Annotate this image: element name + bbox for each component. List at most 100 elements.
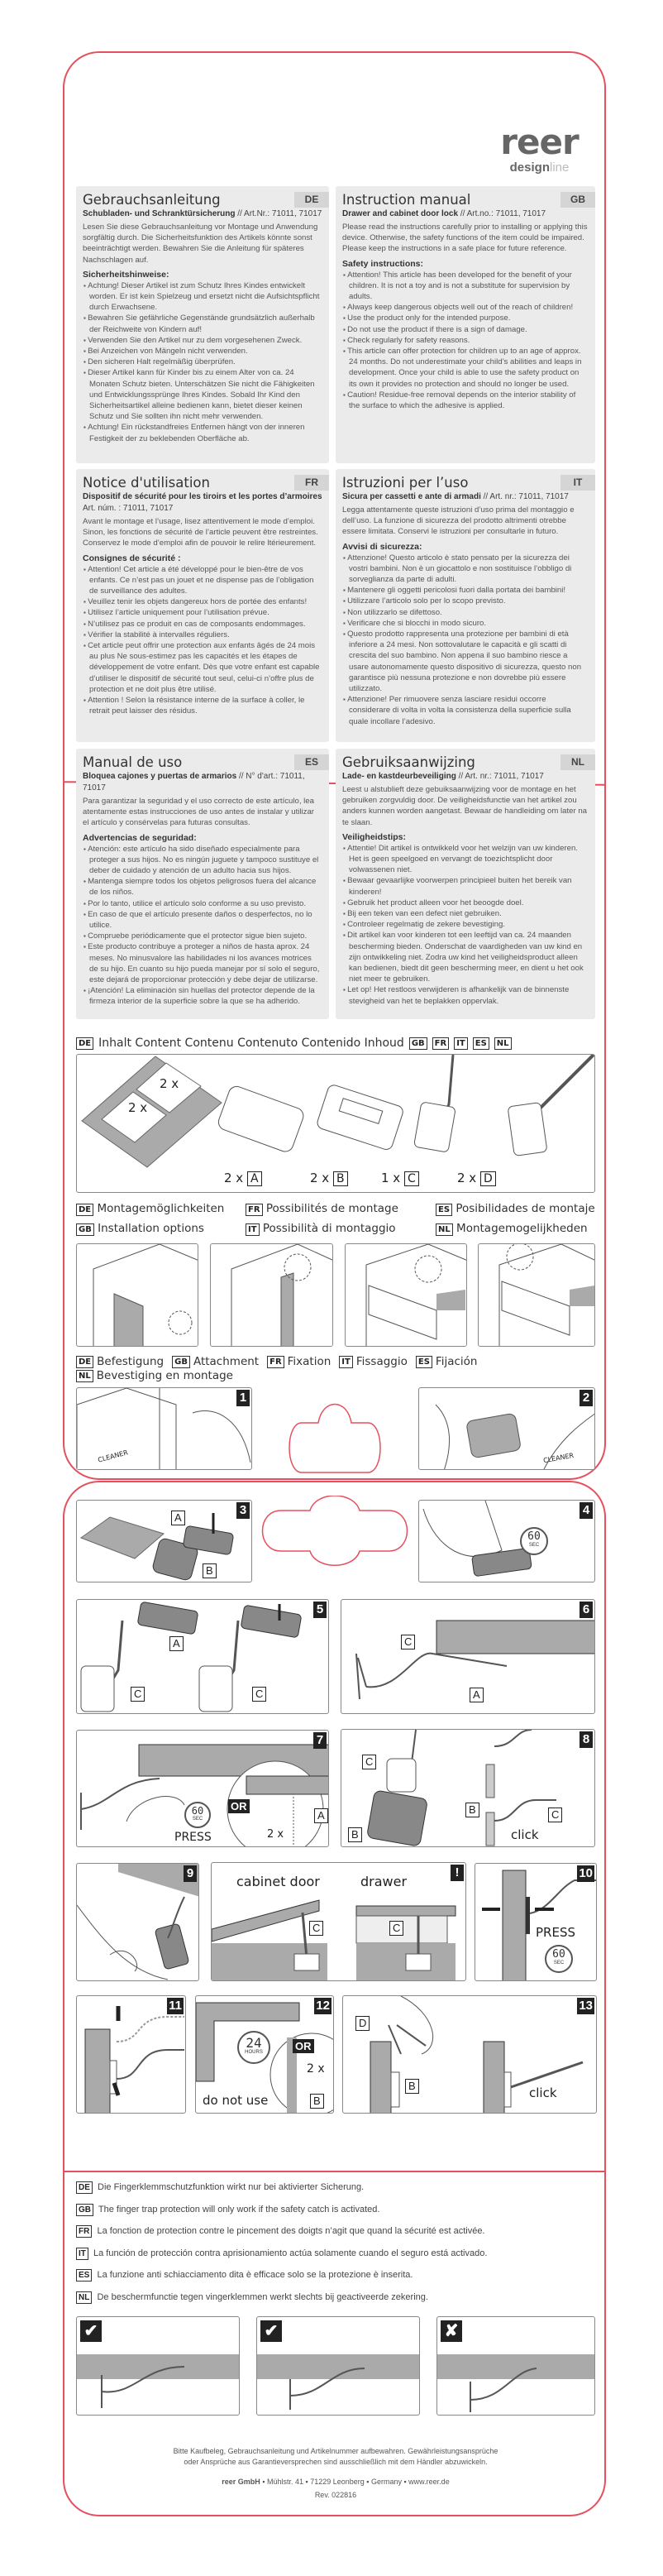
timer-value: 24 (246, 2035, 262, 2051)
parts-illustration (81, 1055, 594, 1168)
timer-unit: SEC (528, 1543, 540, 1548)
contents-title: Inhalt Content Contenu Contenuto Conteni… (98, 1037, 404, 1050)
product-line: Bloquea cajones y puertas de armarios //… (83, 771, 322, 794)
safety-item: Let op! Het restloos verwijderen is afha… (342, 984, 589, 1006)
note-text: The finger trap protection will only wor… (98, 2204, 380, 2214)
safety-item: Gebruik het product alleen voor het beoo… (342, 898, 589, 908)
lang-badge: GB (172, 1356, 190, 1368)
finger-trap-note: NL De beschermfunctie tegen vingerklemme… (76, 2291, 428, 2304)
safety-item: Check regularly for safety reasons. (342, 335, 589, 346)
safety-item: Mantenere gli oggetti pericolosi fuori d… (342, 585, 589, 596)
option-label: Montagemöglichkeiten (97, 1202, 225, 1215)
safety-item: N’utilisez pas ce produit en cas de comp… (83, 619, 322, 630)
installation-option: IT Possibilità di montaggio (246, 1221, 396, 1236)
qty: 2 x (310, 1171, 330, 1185)
lang-badge: NL (76, 2291, 93, 2304)
note-text: La funzione anti schiacciamento dita è e… (97, 2270, 413, 2281)
note-text: La fonction de protection contre le pinc… (97, 2226, 485, 2237)
incorrect-mount-example: ✘ (436, 2316, 595, 2416)
safety-heading: Consignes de sécurité : (83, 553, 181, 563)
safety-item: Por lo tanto, utilice el artículo solo c… (83, 898, 322, 909)
cabinet-door-label: cabinet door (236, 1874, 320, 1889)
checkmark-icon: ✔ (260, 2320, 282, 2342)
safety-item: En caso de que el artículo presente daño… (83, 909, 322, 931)
product-name: Sicura per cassetti e ante di armadi (342, 492, 481, 501)
lang-badge: FR (432, 1037, 450, 1050)
step-13: 13 D B click (342, 1995, 597, 2114)
step-number: 12 (314, 1998, 332, 2014)
intro-text: Leest u alstublieft deze gebuiksaanwijzi… (342, 785, 588, 827)
part-label-c: C (389, 1921, 404, 1936)
safety-item: Attenzione! Questo articolo è stato pens… (342, 553, 589, 586)
installation-option: FR Possibilités de montage (246, 1201, 398, 1216)
safety-item: Do not use the product if there is a sig… (342, 324, 589, 335)
attachment-label-gb: Attachment (193, 1355, 260, 1368)
safety-item: Non utilizzarlo se difettoso. (342, 607, 589, 618)
lang-badge: NL (436, 1223, 453, 1236)
lang-badge: NL (76, 1370, 93, 1382)
step-3: 3 A B (76, 1500, 252, 1582)
safety-item: Veuillez tenir les objets dangereux hors… (83, 596, 322, 607)
press-label: PRESS (536, 1925, 575, 1940)
part-label-b: B (203, 1563, 217, 1578)
step-number: 11 (167, 1998, 184, 2014)
option-drawer-right (478, 1243, 595, 1347)
article-number: Art. núm. : 71011, 71017 (83, 504, 174, 513)
part-quantity: 2 x A (224, 1171, 262, 1186)
manual-es: ES Manual de uso Bloquea cajones y puert… (76, 749, 329, 1019)
lang-badge: ES (472, 1037, 489, 1050)
part-d (534, 1055, 594, 1114)
manual-title: Instruction manual (342, 192, 471, 208)
safety-item: Utilizzare l’articolo solo per lo scopo … (342, 596, 589, 606)
safety-item: Questo prodotto rappresenta una protezio… (342, 629, 589, 694)
lang-badge: NL (494, 1037, 512, 1050)
safety-item: Vérifier la stabilité à intervalles régu… (83, 630, 322, 640)
part-label-a: A (169, 1636, 184, 1651)
step-number: 13 (577, 1998, 594, 2014)
safety-item: Verwenden Sie den Artikel nur zu dem vor… (83, 335, 322, 346)
option-label: Installation options (98, 1222, 204, 1235)
safety-list: Atención: este artículo ha sido diseñado… (83, 844, 322, 1008)
logo-wordmark: reer (500, 122, 579, 162)
step-number: 5 (313, 1602, 327, 1618)
product-line: Drawer and cabinet door lock // Art.no.:… (342, 208, 589, 220)
safety-list: Attention! This article has been develop… (342, 270, 589, 412)
qty: 2 x (457, 1171, 477, 1185)
language-tag: NL (560, 754, 595, 770)
step-number: 3 (236, 1502, 250, 1519)
lang-badge: DE (76, 1356, 94, 1368)
intro-text: Para garantizar la seguridad y el uso co… (83, 797, 314, 828)
part-label-a: A (470, 1688, 484, 1702)
finger-trap-note: IT La función de protección contra apris… (76, 2247, 487, 2260)
hanger-hole-icon (289, 1403, 381, 1473)
step-number: 10 (577, 1865, 594, 1882)
section-divider (63, 2171, 606, 2172)
intro-text: Legga attentamente queste istruzioni d’u… (342, 505, 575, 537)
part-label-a: A (314, 1808, 328, 1823)
press-label: PRESS (174, 1831, 212, 1844)
intro-text: Please read the instructions carefully p… (342, 223, 588, 254)
safety-item: Utilisez l’article uniquement pour l’uti… (83, 607, 322, 618)
safety-item: Bewaar gevaarlijke voorwerpen principiee… (342, 875, 589, 897)
step-8: 8 C B B C click (341, 1729, 595, 1847)
safety-list: Attentie! Dit artikel is ontwikkeld voor… (342, 843, 589, 1007)
part-letter: D (479, 1171, 496, 1186)
lang-badge: IT (339, 1356, 353, 1368)
logo-designline: designline (484, 160, 595, 175)
part-label-b: B (405, 2079, 419, 2094)
language-tag: GB (560, 192, 595, 208)
part-quantity: 2 x D (457, 1171, 496, 1186)
manual-it: IT Istruzioni per l’uso Sicura per casse… (336, 469, 595, 742)
sheet-qty: 2 x (128, 1100, 148, 1115)
address: ▪ Mühlstr. 41 ▪ 71229 Leonberg ▪ Germany… (260, 2478, 450, 2486)
safety-item: Achtung! Ein rückstandfreies Entfernen h… (83, 422, 322, 443)
logo-line: line (549, 160, 570, 175)
installation-option: GB Installation options (76, 1221, 204, 1236)
safety-item: Dit artikel kan voor kinderen tot een le… (342, 930, 589, 984)
manual-title: Notice d'utilisation (83, 475, 210, 491)
